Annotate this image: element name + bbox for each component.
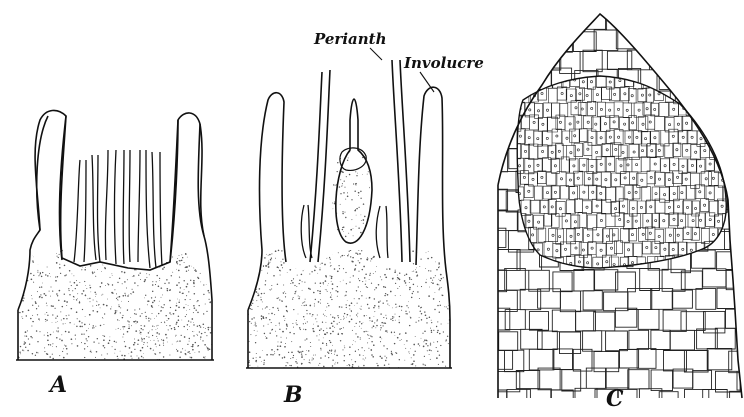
involucre-label: Involucre	[404, 54, 484, 72]
perianth-label: Perianth	[314, 30, 386, 48]
stipple-clipA	[16, 249, 216, 362]
stipple-clipB	[245, 249, 452, 370]
panel-label-b: B	[284, 382, 303, 408]
involucre-leader	[420, 72, 434, 92]
perianth-leader	[370, 48, 382, 60]
cell-network	[483, 8, 744, 411]
panel-a-bracts	[74, 150, 162, 268]
panel-label-c: C	[606, 386, 624, 412]
panel-b-perianth-left	[310, 70, 330, 262]
stipple-layer	[16, 151, 453, 371]
panel-b-involucre-right	[416, 87, 450, 368]
panel-a-involucre-right	[170, 120, 204, 262]
panel-label-a: A	[50, 372, 67, 398]
panel-b-perianth-right	[392, 60, 410, 262]
panel-b-archegonium	[336, 99, 372, 243]
